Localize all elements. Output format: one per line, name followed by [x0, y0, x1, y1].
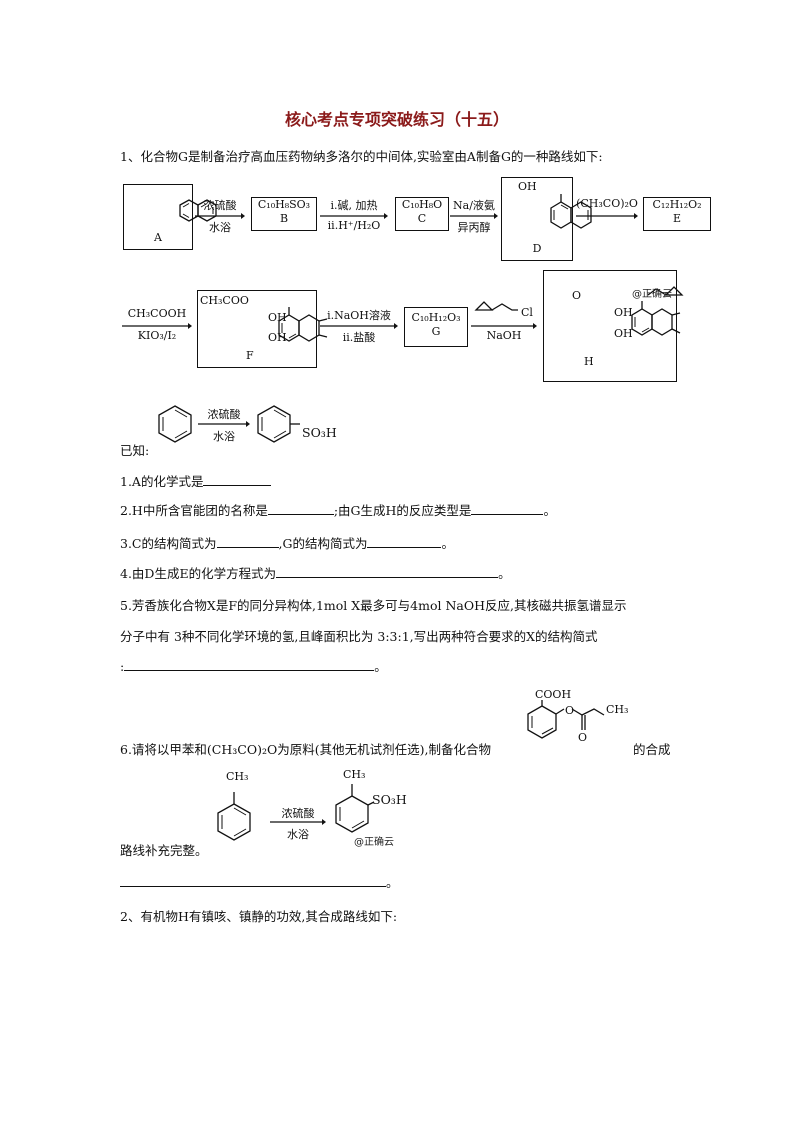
F-CH3COO: CH₃COO [200, 294, 249, 307]
arrow-2-top: i.碱, 加热 [330, 199, 378, 212]
arrow-3-top: Na/液氨 [453, 199, 495, 212]
D-OH: OH [518, 180, 537, 193]
answer-blank-5[interactable] [124, 658, 375, 671]
arrow-2 [320, 213, 388, 219]
acetylsalicylic-structure [527, 700, 605, 739]
arrow-4 [576, 213, 638, 219]
label-C: C [417, 212, 427, 225]
box-H: O OH OH H [543, 270, 684, 382]
epichlorohydrin-structure [474, 301, 518, 311]
reagent-Cl: Cl [521, 306, 533, 319]
answer-blank-3b[interactable] [367, 535, 442, 548]
product-CH3: CH₃ [343, 768, 366, 781]
answer-blank-2a[interactable] [267, 502, 334, 515]
arrow-1-bottom: 水浴 [209, 221, 231, 234]
sub-question-6-line-1: 6.请将以甲苯和(CH₃CO)₂O为原料(其他无机试剂任选),制备化合物 [120, 742, 491, 757]
sub-question-6-tail: 的合成 [633, 742, 671, 757]
G-formula: C₁₀H₁₂O₃ [411, 311, 461, 324]
arrow-1-top: 浓硫酸 [203, 199, 237, 212]
answer-blank-4[interactable] [276, 565, 499, 578]
label-A: A [154, 231, 162, 244]
H-structure [631, 286, 684, 336]
sub6-arrow-bottom: 水浴 [287, 828, 309, 841]
arrow-7-bottom: NaOH [486, 329, 522, 342]
label-D: D [532, 242, 542, 255]
box-G: C₁₀H₁₂O₃ G [404, 307, 468, 347]
F-OH-2: OH [268, 331, 287, 344]
arrow-6 [320, 323, 398, 329]
box-C: C₁₀H₈O C [395, 197, 449, 231]
arrow-3-bottom: 异丙醇 [457, 221, 491, 234]
answer-blank-1[interactable] [203, 473, 272, 486]
answer-blank-3a[interactable] [216, 535, 279, 548]
arrow-3 [450, 213, 498, 219]
page-title: 核心考点专项突破练习（十五） [284, 110, 509, 129]
F-structure [278, 307, 328, 342]
arrow-2-bottom: ii.H⁺/H₂O [327, 219, 381, 232]
sub-question-5-line-2: 分子中有 3种不同化学环境的氢,且峰面积比为 3:3:1,写出两种符合要求的X的… [120, 629, 598, 644]
target-carbonyl-O: O [578, 731, 588, 744]
label-G: G [431, 325, 441, 338]
arrow-5-bottom: KIO₃/I₂ [137, 329, 177, 342]
box-D: OH D [501, 177, 592, 261]
q2-intro: 2、有机物H有镇咳、镇静的功效,其合成路线如下: [120, 909, 398, 924]
label-H: H [584, 355, 594, 368]
box-F: CH₃COO OH OH F [197, 290, 328, 368]
sub-question-1: 1.A的化学式是 [120, 471, 272, 490]
B-formula: C₁₀H₈SO₃ [257, 198, 311, 211]
product-SO3H: SO₃H [372, 792, 407, 807]
sub-question-5-line-3: :。 [120, 658, 387, 674]
known-arrow-bottom: 水浴 [213, 430, 235, 443]
sub-question-6-answer: 。 [120, 872, 399, 891]
watermark-1: @正确云 [632, 289, 672, 300]
F-OH-1: OH [268, 311, 287, 324]
toluene-CH3: CH₃ [226, 770, 249, 783]
arrow-1 [195, 213, 245, 219]
watermark-2: @正确云 [354, 837, 394, 848]
sub-question-4: 4.由D生成E的化学方程式为。 [120, 565, 511, 581]
arrow-4-top: (CH₃CO)₂O [576, 197, 638, 210]
box-A: A [123, 184, 217, 250]
C-formula: C₁₀H₈O [401, 198, 443, 211]
answer-blank-2b[interactable] [471, 502, 544, 515]
answer-blank-6[interactable] [120, 874, 386, 887]
known-label: 已知: [120, 443, 150, 458]
q1-intro: 1、化合物G是制备治疗高血压药物纳多洛尔的中间体,实验室由A制备G的一种路线如下… [120, 149, 603, 164]
sub-question-6-line-2: 路线补充完整。 [120, 843, 208, 858]
known-arrow [198, 421, 250, 427]
sub-question-3: 3.C的结构简式为,G的结构简式为。 [120, 535, 454, 551]
toluene-structure [217, 792, 251, 841]
arrow-6-bottom: ii.盐酸 [342, 331, 376, 344]
H-OH-1: OH [614, 306, 633, 319]
sub-question-5-line-1: 5.芳香族化合物X是F的同分异构体,1mol X最多可与4mol NaOH反应,… [120, 598, 627, 613]
sub6-arrow-top: 浓硫酸 [281, 807, 315, 820]
label-F: F [246, 349, 254, 362]
known-SO3H: SO₃H [302, 425, 337, 440]
E-formula: C₁₂H₁₂O₂ [652, 198, 702, 211]
target-CH3: CH₃ [606, 703, 629, 716]
box-E: C₁₂H₁₂O₂ E [643, 197, 711, 231]
arrow-6-top: i.NaOH溶液 [327, 309, 391, 322]
arrow-7 [471, 323, 537, 329]
H-ether-O: O [572, 289, 582, 302]
target-COOH: COOH [535, 688, 572, 701]
arrow-5-top: CH₃COOH [127, 307, 187, 320]
benzene-structure [158, 405, 192, 443]
sub-question-2: 2.H中所含官能团的名称是;由G生成H的反应类型是。 [120, 502, 556, 518]
sub6-arrow [270, 819, 326, 825]
box-B: C₁₀H₈SO₃ B [251, 197, 317, 231]
label-B: B [279, 212, 289, 225]
target-ester-O: O [565, 704, 575, 717]
H-OH-2: OH [614, 327, 633, 340]
arrow-5 [122, 323, 192, 329]
known-arrow-top: 浓硫酸 [207, 408, 241, 421]
label-E: E [672, 212, 682, 225]
D-structure [550, 194, 592, 229]
toluenesulfonic-acid-structure [335, 784, 375, 833]
benzenesulfonic-acid-structure [257, 405, 300, 443]
